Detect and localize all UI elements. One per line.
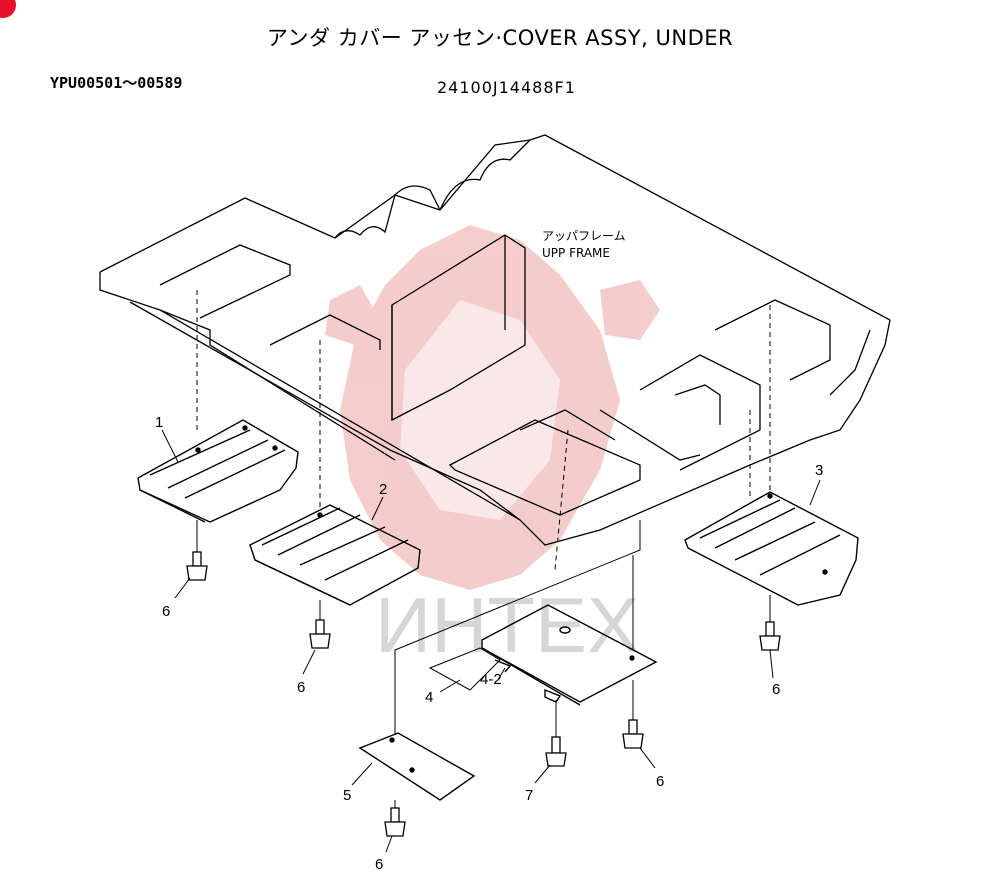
corner-badge <box>0 0 16 18</box>
cover-part-4 <box>481 604 658 706</box>
cover-part-2 <box>249 504 421 606</box>
part-number: 24100J14488F1 <box>437 78 576 97</box>
callout-6-b: 6 <box>297 679 305 696</box>
serial-range: YPU00501～00589 <box>50 74 183 92</box>
callout-1: 1 <box>155 414 163 431</box>
bolt-part-6-a <box>186 551 208 581</box>
watermark-logo <box>325 225 660 590</box>
bolt-part-7 <box>545 736 567 767</box>
callout-6-c: 6 <box>772 681 780 698</box>
callout-2: 2 <box>379 481 387 498</box>
watermark-text: ИНТЕХ <box>375 581 639 669</box>
cover-part-5 <box>358 732 476 801</box>
callout-6-a: 6 <box>162 603 170 620</box>
callout-4-2: 4-2 <box>480 671 502 688</box>
frame-label-jp: アッパフレーム <box>542 229 626 243</box>
leader-lines <box>196 290 771 571</box>
cover-part-3 <box>684 491 859 606</box>
bolt-part-6-b <box>309 619 331 649</box>
callout-6-d: 6 <box>656 773 664 790</box>
callout-ticks <box>161 429 821 853</box>
callout-4: 4 <box>425 689 433 706</box>
bolt-part-6-c <box>759 621 781 651</box>
upper-frame <box>99 134 891 546</box>
solid-leaders <box>196 520 771 808</box>
plate-part-4-2 <box>428 647 501 691</box>
bolt-part-6-d <box>622 719 644 749</box>
callout-5: 5 <box>343 787 351 804</box>
callout-6-e: 6 <box>375 856 383 873</box>
frame-label-en: UPP FRAME <box>542 246 610 260</box>
callout-7: 7 <box>525 787 533 804</box>
callout-3: 3 <box>815 462 823 479</box>
cover-part-1 <box>137 419 299 523</box>
bolt-part-6-e <box>384 807 406 837</box>
page-title: アンダ カバー アッセン·COVER ASSY, UNDER <box>266 26 734 50</box>
